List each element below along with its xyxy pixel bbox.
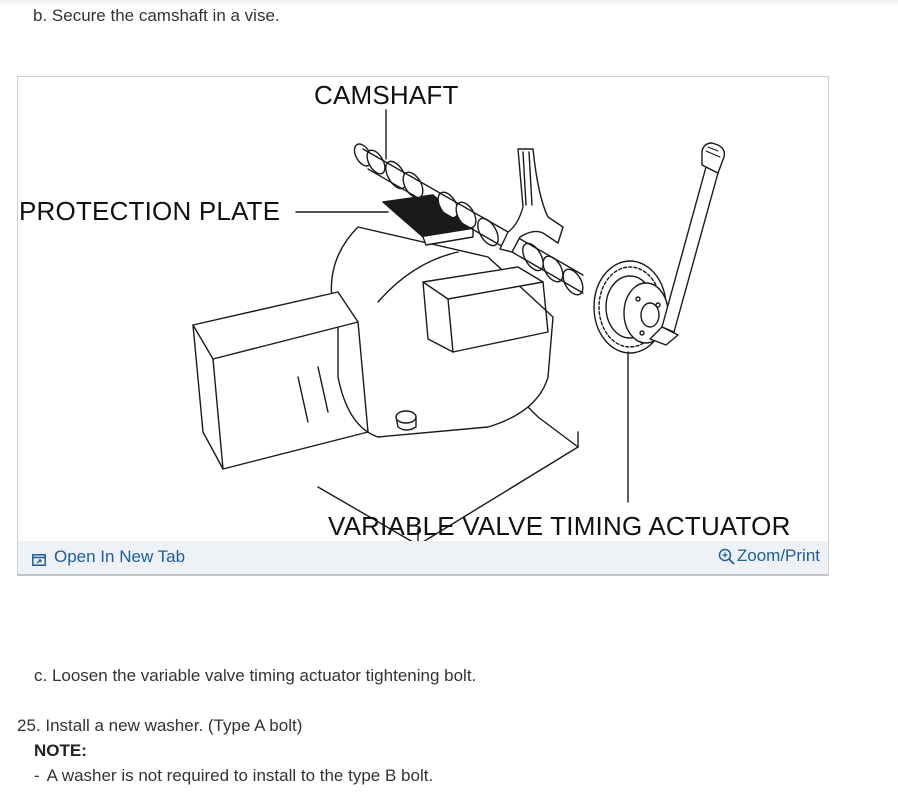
figure-footer-bar: Open In New Tab Zoom/Print <box>18 541 828 574</box>
step-25-text: 25. Install a new washer. (Type A bolt) <box>17 716 303 735</box>
note-title: NOTE: <box>34 741 87 760</box>
open-in-new-tab-label: Open In New Tab <box>54 547 186 566</box>
top-shadow-divider <box>0 0 898 6</box>
note-bullet-dash: - <box>34 766 40 785</box>
breaker-bar-shape <box>661 166 719 333</box>
open-in-new-tab-link[interactable]: Open In New Tab <box>32 547 185 567</box>
vvt-actuator-label: VARIABLE VALVE TIMING ACTUATOR <box>328 511 791 541</box>
note-item-text: A washer is not required to install to t… <box>46 766 434 785</box>
camshaft-label: CAMSHAFT <box>314 80 459 110</box>
vise-rear-block <box>192 291 359 360</box>
zoom-print-label: Zoom/Print <box>736 546 820 565</box>
protection-plate-label: PROTECTION PLATE <box>19 196 281 226</box>
zoom-print-link[interactable]: Zoom/Print <box>718 546 820 566</box>
vise-body <box>330 226 554 438</box>
step-b-text: b. Secure the camshaft in a vise. <box>33 6 280 25</box>
figure-container: CAMSHAFT PROTECTION PLATE VARIABLE VALVE… <box>17 76 829 576</box>
open-new-tab-icon <box>32 551 46 566</box>
zoom-in-icon <box>718 548 735 565</box>
camshaft-vise-illustration <box>192 109 726 546</box>
camshaft-shape <box>353 143 584 296</box>
note-list-item: -A washer is not required to install to … <box>34 766 433 786</box>
vvt-actuator-shape <box>593 260 669 354</box>
step-c-text: c. Loosen the variable valve timing actu… <box>34 666 477 685</box>
